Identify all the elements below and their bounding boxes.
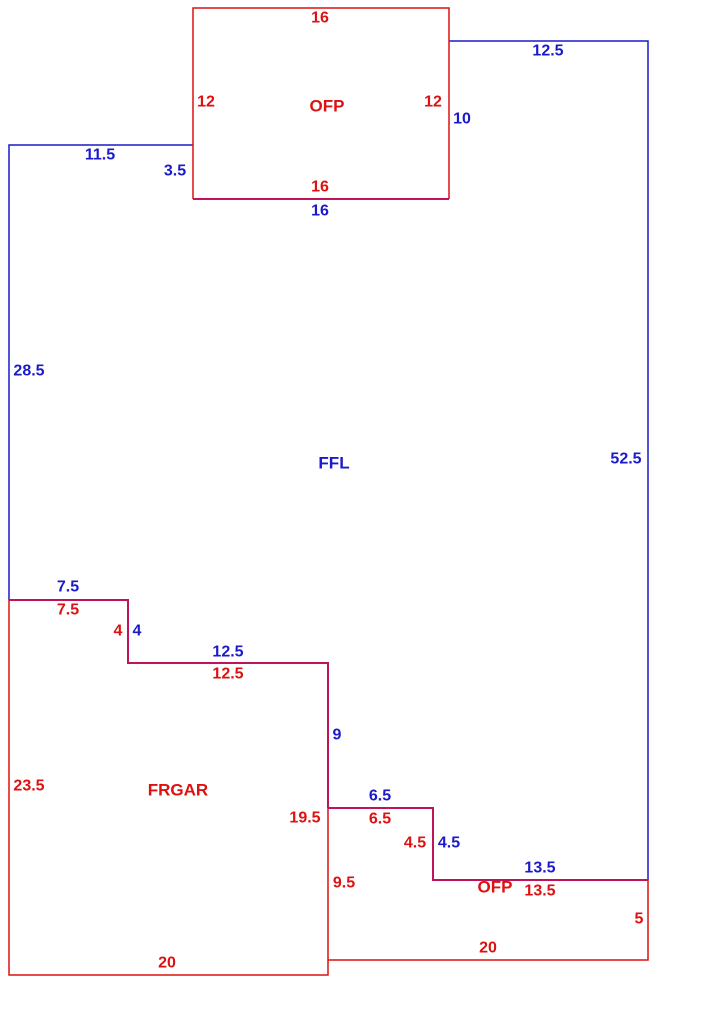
ofp-bottom-outline (328, 807, 649, 961)
ofp-bottom-dim-label: 9.5 (333, 875, 355, 892)
ofp-bottom-dim-label: 4.5 (404, 835, 426, 852)
ffl-dim-label: 4.5 (438, 835, 460, 852)
ofp-top-dim-label: 16 (311, 179, 329, 196)
ffl-area-label: FFL (318, 454, 349, 473)
ofp-bottom-shared-edge (328, 807, 648, 881)
ffl-dim-label: 7.5 (57, 579, 79, 596)
ofp-bottom-area-label: OFP (478, 878, 513, 897)
ofp-top-area-label: OFP (310, 97, 345, 116)
ffl-dim-label: 28.5 (13, 363, 44, 380)
frgar-dim-label: 23.5 (13, 778, 44, 795)
ofp-bottom-dim-label: 6.5 (369, 811, 391, 828)
ofp-top-boundary (192, 7, 450, 199)
ffl-dim-label: 12.5 (212, 644, 243, 661)
ffl-dim-label: 9 (333, 727, 342, 744)
frgar-boundary (8, 600, 329, 976)
frgar-area-label: FRGAR (148, 781, 208, 800)
frgar-dim-label: 12.5 (212, 666, 243, 683)
ffl-dim-label: 11.5 (85, 147, 115, 164)
ofp-bottom-boundary (328, 880, 649, 961)
ffl-labels: FFL 12.5 10 16 3.5 11.5 28.5 52.5 7.5 4 … (13, 43, 641, 877)
frgar-dim-label: 4 (114, 623, 123, 640)
ofp-bottom-dim-label: 5 (635, 911, 644, 928)
ffl-dim-label: 12.5 (532, 43, 563, 60)
ffl-dim-label: 52.5 (610, 451, 641, 468)
frgar-dim-label: 19.5 (289, 810, 320, 827)
ffl-dim-label: 4 (133, 623, 142, 640)
ffl-boundary (449, 40, 649, 880)
ofp-top-labels: OFP 16 12 12 16 (197, 10, 442, 196)
ofp-bottom-dim-label: 13.5 (524, 883, 555, 900)
ofp-top-dim-label: 12 (424, 94, 442, 111)
ffl-dim-label: 6.5 (369, 788, 391, 805)
ffl-dim-label: 10 (453, 111, 471, 128)
ffl-boundary-left (8, 144, 193, 600)
ffl-dim-label: 13.5 (524, 860, 555, 877)
ofp-bottom-dim-label: 20 (479, 940, 497, 957)
frgar-outline (8, 599, 329, 976)
ofp-top-outline (192, 7, 450, 200)
frgar-dim-label: 20 (158, 955, 176, 972)
ofp-bottom-labels: OFP 6.5 4.5 13.5 5 20 9.5 (333, 811, 644, 957)
frgar-dim-label: 7.5 (57, 602, 79, 619)
ffl-dim-label: 16 (311, 203, 329, 220)
ofp-top-dim-label: 12 (197, 94, 215, 111)
frgar-shared-edge (9, 599, 329, 808)
ffl-dim-label: 3.5 (164, 163, 186, 180)
ofp-top-dim-label: 16 (311, 10, 329, 27)
frgar-labels: FRGAR 7.5 4 12.5 23.5 19.5 20 (13, 602, 320, 972)
ffl-outline (8, 40, 649, 880)
